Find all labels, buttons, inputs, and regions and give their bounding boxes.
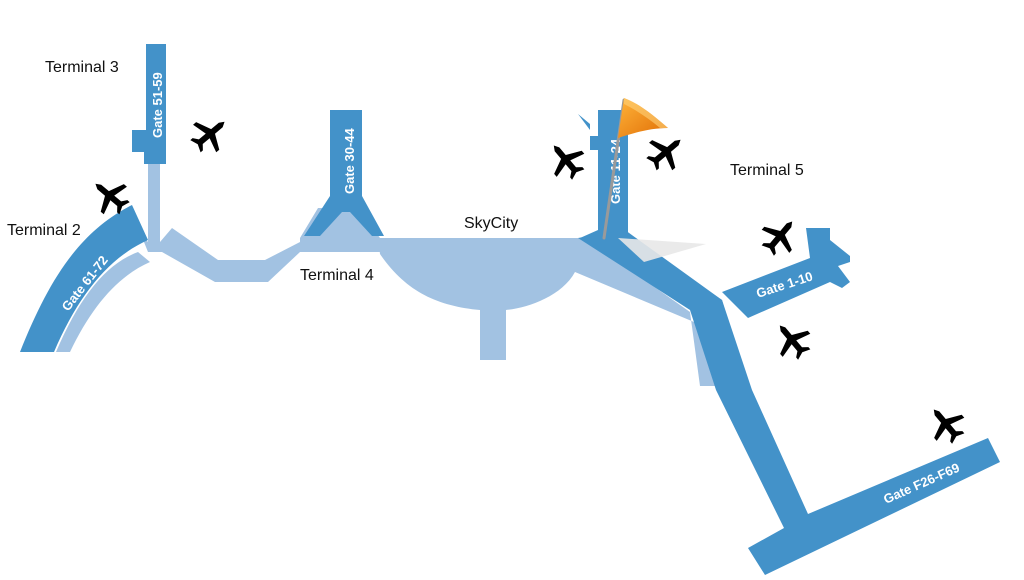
pier-gate-51-59 — [132, 44, 166, 164]
pier-gate-30-44 — [304, 110, 384, 236]
airplane-icon — [753, 209, 807, 263]
terminal-2-label[interactable]: Terminal 2 — [7, 222, 81, 239]
pier-gate-f26-f69 — [578, 230, 1000, 575]
flag-shadow — [618, 238, 706, 262]
airplane-icon — [183, 107, 237, 161]
airplane-icon — [765, 313, 819, 367]
terminal-3-label[interactable]: Terminal 3 — [45, 59, 119, 76]
skycity-hub — [378, 238, 725, 386]
t2-t4-walkway — [140, 228, 318, 282]
airplane-icon — [639, 125, 693, 179]
flag-marker-icon[interactable] — [602, 98, 668, 240]
skycity-label[interactable]: SkyCity — [464, 215, 518, 232]
gate-label-30-44: Gate 30-44 — [342, 127, 357, 194]
pier-gate-61-72 — [20, 205, 148, 352]
pier-gate-1-10 — [722, 228, 850, 318]
airplane-icon — [539, 133, 593, 187]
t2-inner-arc — [56, 252, 150, 352]
airplane-icon — [919, 397, 973, 451]
terminal-labels: Terminal 3 Terminal 2 Terminal 4 Termina… — [7, 59, 804, 284]
t3-connector — [148, 162, 160, 242]
terminal-4-label[interactable]: Terminal 4 — [300, 267, 374, 284]
terminal-5-label[interactable]: Terminal 5 — [730, 162, 804, 179]
gate-label-51-59: Gate 51-59 — [150, 72, 165, 138]
